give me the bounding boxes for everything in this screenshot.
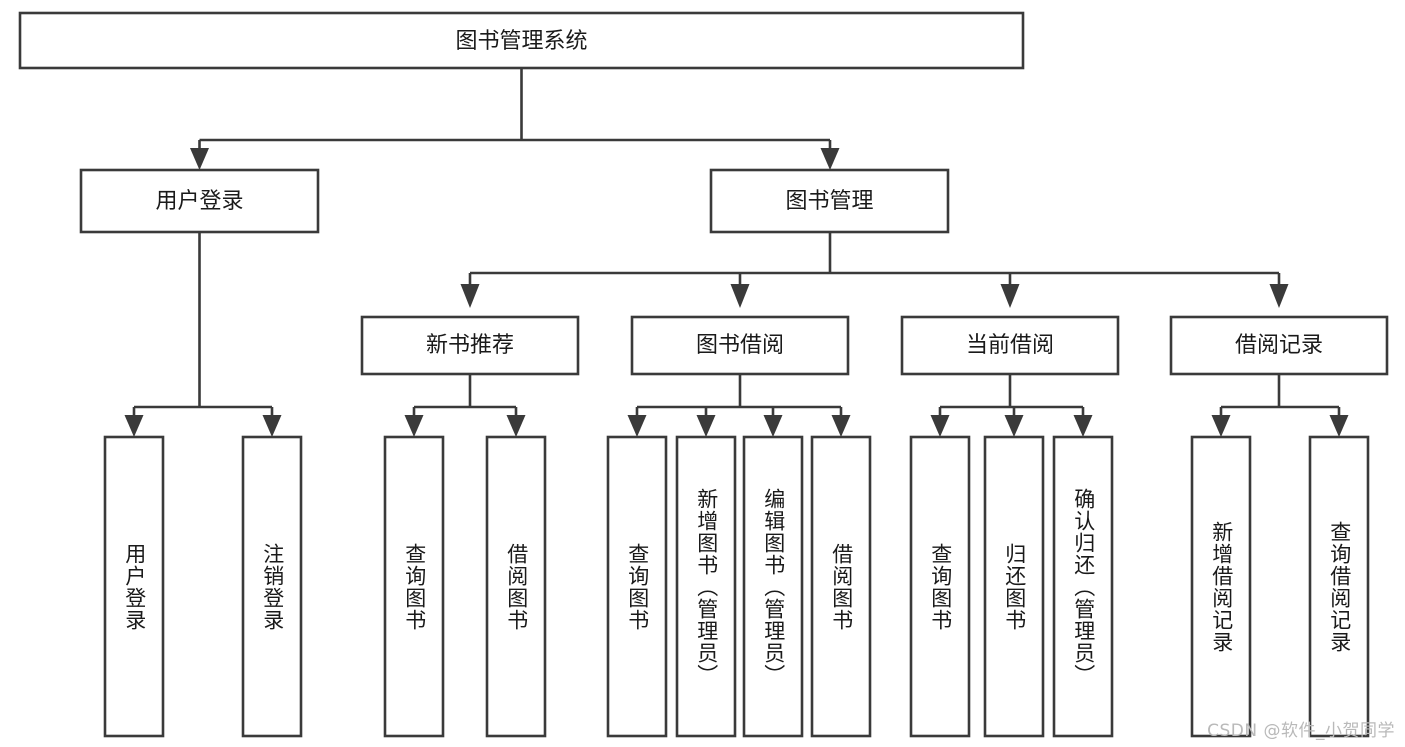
leaf-box-confirm-return-admin[interactable] xyxy=(1052,435,1114,738)
node-user-login[interactable]: 用户登录 xyxy=(79,168,320,234)
arrow-to-current-borrow xyxy=(1000,284,1020,308)
arrow-to-user-login xyxy=(190,148,209,170)
leaf-box-query-book-borrow[interactable] xyxy=(606,435,668,738)
leaf-box-add-borrow-record[interactable] xyxy=(1190,435,1252,738)
leaf-box-add-book-admin[interactable] xyxy=(675,435,737,738)
leaf-box-borrow-book[interactable] xyxy=(810,435,872,738)
leaf-box-layer xyxy=(103,435,1370,738)
arrow-to-leaf-add-borrow-record xyxy=(1211,415,1231,437)
connector-bookborrow-to-leaves xyxy=(635,374,843,418)
node-root-label: 图书管理系统 xyxy=(455,29,587,54)
connector-currentborrow-to-leaves xyxy=(938,374,1085,418)
node-book-manage-label: 图书管理 xyxy=(785,189,873,214)
arrow-to-leaf-edit-book-admin xyxy=(763,415,783,437)
node-root[interactable]: 图书管理系统 xyxy=(18,11,1025,70)
arrow-to-leaf-borrow-book-rec xyxy=(506,415,526,437)
arrow-to-leaf-confirm-return-admin xyxy=(1073,415,1093,437)
node-book-borrow-label: 图书借阅 xyxy=(696,333,784,358)
leaf-box-return-book[interactable] xyxy=(983,435,1045,738)
node-borrow-record[interactable]: 借阅记录 xyxy=(1169,315,1389,376)
arrow-to-book-manage xyxy=(820,148,840,170)
arrow-to-leaf-query-book-rec xyxy=(404,415,424,437)
node-borrow-record-label: 借阅记录 xyxy=(1235,333,1323,358)
arrow-to-leaf-borrow-book xyxy=(831,415,851,437)
leaf-box-edit-book-admin[interactable] xyxy=(742,435,804,738)
node-current-borrow-box[interactable] xyxy=(900,315,1120,376)
arrow-to-book-borrow xyxy=(730,284,750,308)
node-new-book-recommend-box[interactable] xyxy=(360,315,580,376)
arrow-to-leaf-add-book-admin xyxy=(696,415,716,437)
node-borrow-record-box[interactable] xyxy=(1169,315,1389,376)
connector-userlogin-to-leaves xyxy=(132,232,274,418)
leaf-box-borrow-book-rec[interactable] xyxy=(485,435,547,738)
leaf-box-query-book-rec[interactable] xyxy=(383,435,445,738)
node-user-login-label: 用户登录 xyxy=(155,189,243,214)
node-book-manage[interactable]: 图书管理 xyxy=(709,168,950,234)
leaf-box-user-login[interactable] xyxy=(103,435,165,738)
node-root-box[interactable] xyxy=(18,11,1025,70)
node-book-borrow[interactable]: 图书借阅 xyxy=(630,315,850,376)
node-user-login-box[interactable] xyxy=(79,168,320,234)
node-book-manage-box[interactable] xyxy=(709,168,950,234)
arrow-to-borrow-record xyxy=(1269,284,1289,308)
arrow-to-leaf-return-book xyxy=(1004,415,1024,437)
node-current-borrow-label: 当前借阅 xyxy=(966,333,1054,358)
connector-layer xyxy=(124,68,1349,437)
arrow-to-leaf-query-book-cur xyxy=(930,415,950,437)
arrow-to-leaf-query-borrow-record xyxy=(1329,415,1349,437)
leaf-box-user-logout[interactable] xyxy=(241,435,303,738)
arrow-to-leaf-user-logout xyxy=(262,415,282,437)
csdn-watermark: CSDN @软件_小贺同学 xyxy=(1207,721,1395,741)
node-new-book-recommend[interactable]: 新书推荐 xyxy=(360,315,580,376)
node-new-book-recommend-label: 新书推荐 xyxy=(426,333,514,358)
arrow-to-new-book-recommend xyxy=(460,284,480,308)
arrow-to-leaf-user-login xyxy=(124,415,144,437)
connector-borrowrecord-to-leaves xyxy=(1219,374,1341,418)
leaf-box-query-book-cur[interactable] xyxy=(909,435,971,738)
node-book-borrow-box[interactable] xyxy=(630,315,850,376)
leaf-box-query-borrow-record[interactable] xyxy=(1308,435,1370,738)
arrow-to-leaf-query-book-borrow xyxy=(627,415,647,437)
connector-bookmanage-to-level3 xyxy=(468,232,1281,287)
connector-newbook-to-leaves xyxy=(412,374,518,418)
connector-root-to-level2 xyxy=(198,68,832,152)
node-current-borrow[interactable]: 当前借阅 xyxy=(900,315,1120,376)
